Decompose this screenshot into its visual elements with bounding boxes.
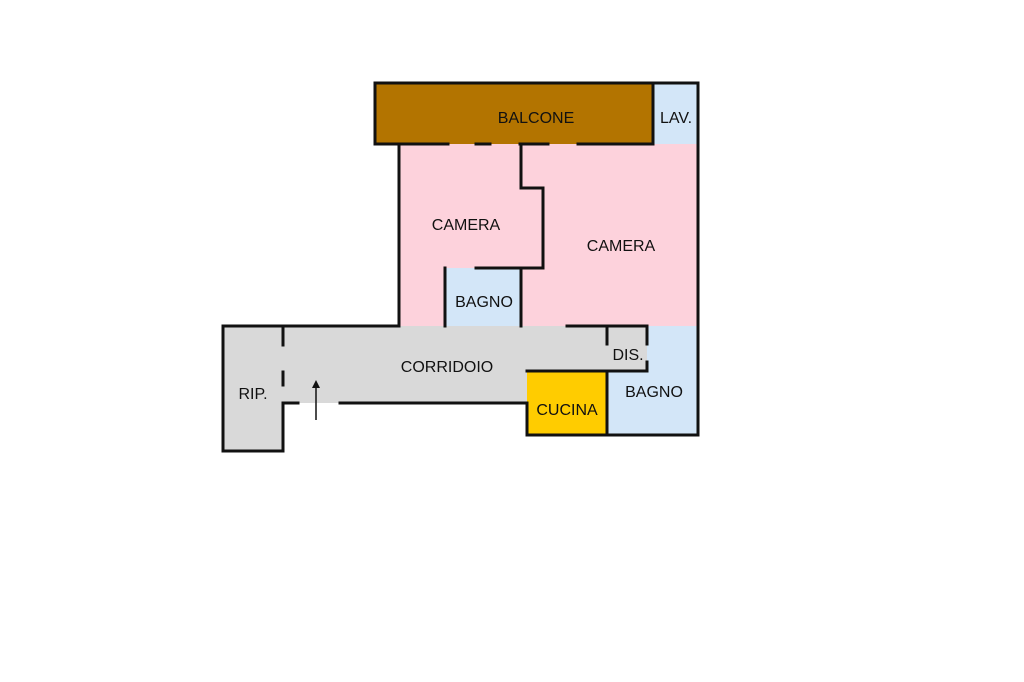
room-camera-left bbox=[399, 144, 543, 326]
label-rip: RIP. bbox=[238, 386, 267, 403]
label-bagno-small: BAGNO bbox=[455, 294, 513, 311]
room-rip bbox=[223, 326, 283, 451]
room-camera-right bbox=[521, 144, 698, 326]
room-bagno-right bbox=[607, 326, 698, 435]
label-lav: LAV. bbox=[660, 110, 692, 127]
room-cucina bbox=[527, 371, 607, 435]
label-bagno-right: BAGNO bbox=[625, 384, 683, 401]
label-dis: DIS. bbox=[612, 347, 643, 364]
room-bagno-small bbox=[445, 268, 521, 326]
arrow-up-icon bbox=[312, 380, 320, 420]
room-corridoio bbox=[283, 326, 607, 403]
room-balcone bbox=[375, 83, 653, 144]
room-lav bbox=[653, 83, 698, 144]
label-corridoio: CORRIDOIO bbox=[401, 359, 493, 376]
label-camera-left: CAMERA bbox=[432, 217, 501, 234]
label-balcone: BALCONE bbox=[498, 110, 574, 127]
label-cucina: CUCINA bbox=[536, 402, 598, 419]
walls bbox=[221, 81, 700, 453]
label-camera-right: CAMERA bbox=[587, 238, 656, 255]
room-dis bbox=[607, 326, 647, 371]
